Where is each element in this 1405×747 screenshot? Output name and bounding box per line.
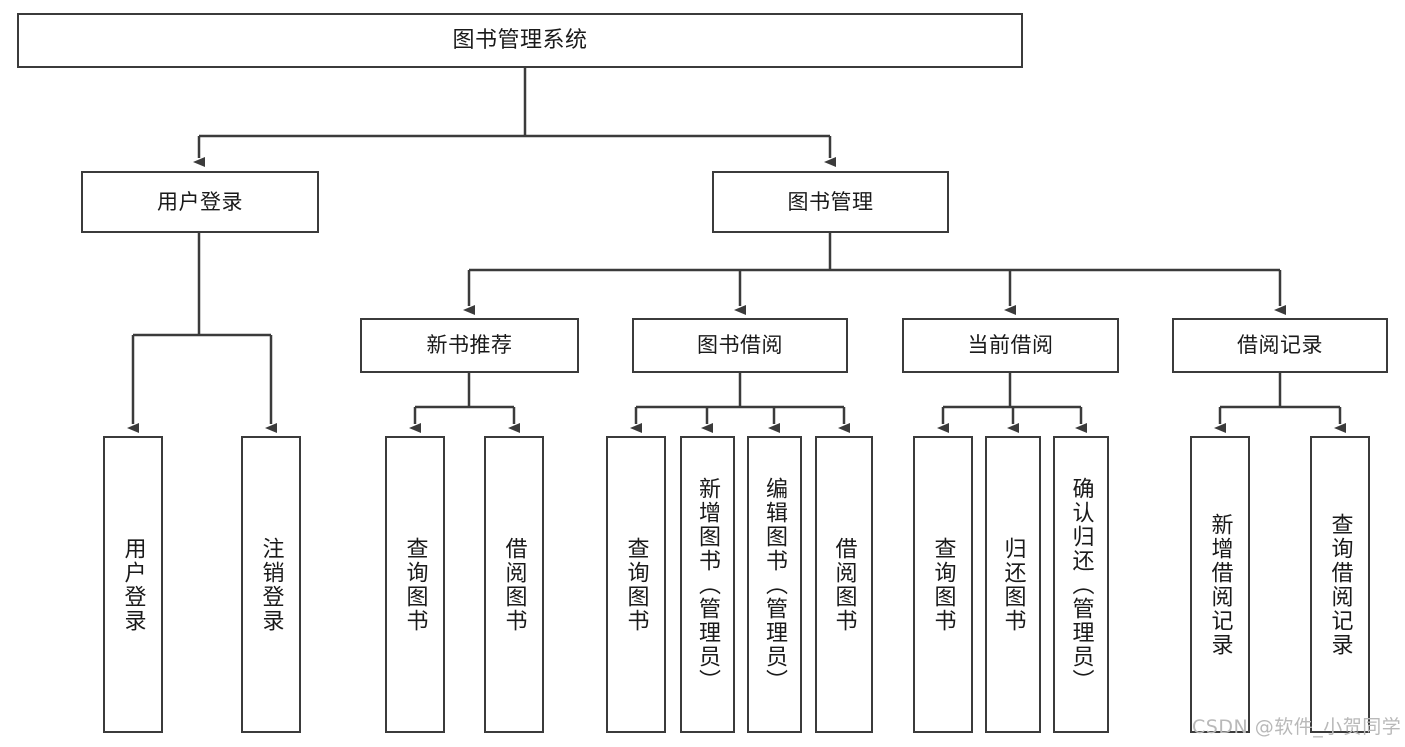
node-new-book-recommend-label: 新书推荐: [426, 333, 513, 358]
node-leaf-query-book-3[interactable]: 查询图书: [913, 436, 973, 733]
node-leaf-edit-book[interactable]: 编辑图书（管理员）: [747, 436, 802, 733]
node-leaf-query-book-2[interactable]: 查询图书: [606, 436, 666, 733]
node-leaf-borrow-book-1-label: 借阅图书: [501, 536, 527, 633]
node-current-borrow-label: 当前借阅: [967, 333, 1054, 358]
node-current-borrow[interactable]: 当前借阅: [902, 318, 1119, 373]
node-book-borrow[interactable]: 图书借阅: [632, 318, 848, 373]
node-leaf-confirm-return[interactable]: 确认归还（管理员）: [1053, 436, 1109, 733]
node-leaf-borrow-book-2-label: 借阅图书: [831, 536, 857, 633]
node-book-borrow-label: 图书借阅: [697, 333, 783, 358]
node-leaf-query-book-1[interactable]: 查询图书: [385, 436, 445, 733]
node-leaf-query-book-1-label: 查询图书: [402, 536, 428, 633]
node-book-manage[interactable]: 图书管理: [712, 171, 949, 233]
node-leaf-add-record[interactable]: 新增借阅记录: [1190, 436, 1250, 733]
node-leaf-add-book[interactable]: 新增图书（管理员）: [680, 436, 735, 733]
node-leaf-logout-label: 注销登录: [258, 536, 284, 633]
node-user-login-label: 用户登录: [157, 189, 243, 214]
node-leaf-query-record-label: 查询借阅记录: [1327, 512, 1353, 657]
node-leaf-logout[interactable]: 注销登录: [241, 436, 301, 733]
node-leaf-add-record-label: 新增借阅记录: [1207, 512, 1233, 657]
node-leaf-return-book-label: 归还图书: [1000, 536, 1026, 633]
node-borrow-record[interactable]: 借阅记录: [1172, 318, 1388, 373]
node-root[interactable]: 图书管理系统: [17, 13, 1023, 68]
node-leaf-borrow-book-2[interactable]: 借阅图书: [815, 436, 873, 733]
node-borrow-record-label: 借阅记录: [1237, 333, 1323, 358]
node-new-book-recommend[interactable]: 新书推荐: [360, 318, 579, 373]
node-leaf-user-login-label: 用户登录: [120, 536, 146, 633]
node-leaf-user-login[interactable]: 用户登录: [103, 436, 163, 733]
node-root-label: 图书管理系统: [452, 27, 588, 53]
node-leaf-query-record[interactable]: 查询借阅记录: [1310, 436, 1370, 733]
node-leaf-query-book-2-label: 查询图书: [623, 536, 649, 633]
node-leaf-borrow-book-1[interactable]: 借阅图书: [484, 436, 544, 733]
node-leaf-confirm-return-label: 确认归还（管理员）: [1068, 476, 1094, 693]
node-user-login[interactable]: 用户登录: [81, 171, 319, 233]
node-book-manage-label: 图书管理: [787, 189, 874, 214]
node-leaf-add-book-label: 新增图书（管理员）: [695, 476, 721, 693]
node-leaf-query-book-3-label: 查询图书: [930, 536, 956, 633]
watermark-text: CSDN @软件_小贺同学: [1192, 716, 1402, 738]
node-leaf-return-book[interactable]: 归还图书: [985, 436, 1041, 733]
node-leaf-edit-book-label: 编辑图书（管理员）: [762, 476, 788, 693]
